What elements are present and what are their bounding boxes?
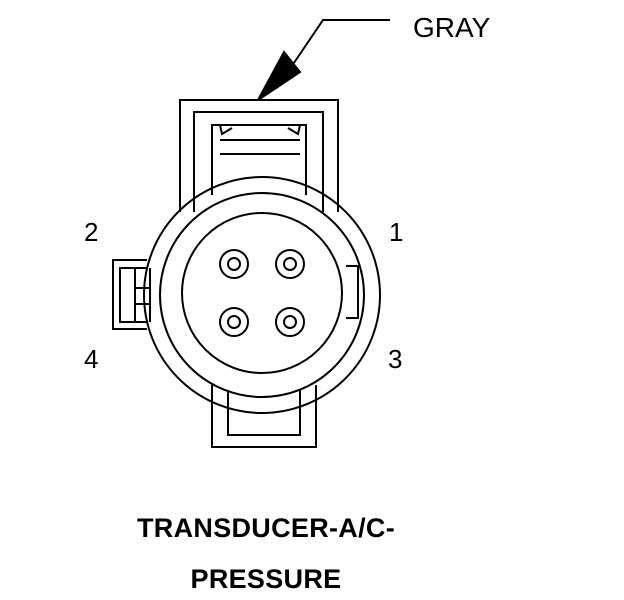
pin-number-1: 1 <box>389 217 404 247</box>
wire-color-label: GRAY <box>413 12 491 43</box>
wire-color-leader <box>257 19 390 101</box>
pin-number-3: 3 <box>388 344 403 374</box>
pin-cavities <box>219 249 305 337</box>
pin-number-2: 2 <box>84 217 99 247</box>
pin-number-4: 4 <box>84 344 99 374</box>
connector-title-line-2: PRESSURE <box>190 564 342 594</box>
outer-shell-ring <box>143 176 381 414</box>
inner-shell-ring <box>159 192 365 398</box>
connector-title-line-1: TRANSDUCER-A/C- <box>137 513 395 543</box>
bottom-latch <box>211 385 317 448</box>
top-latch-housing <box>179 99 339 212</box>
left-lock-tab <box>112 259 151 330</box>
right-key-recess <box>346 265 359 319</box>
pin-face <box>181 212 343 374</box>
